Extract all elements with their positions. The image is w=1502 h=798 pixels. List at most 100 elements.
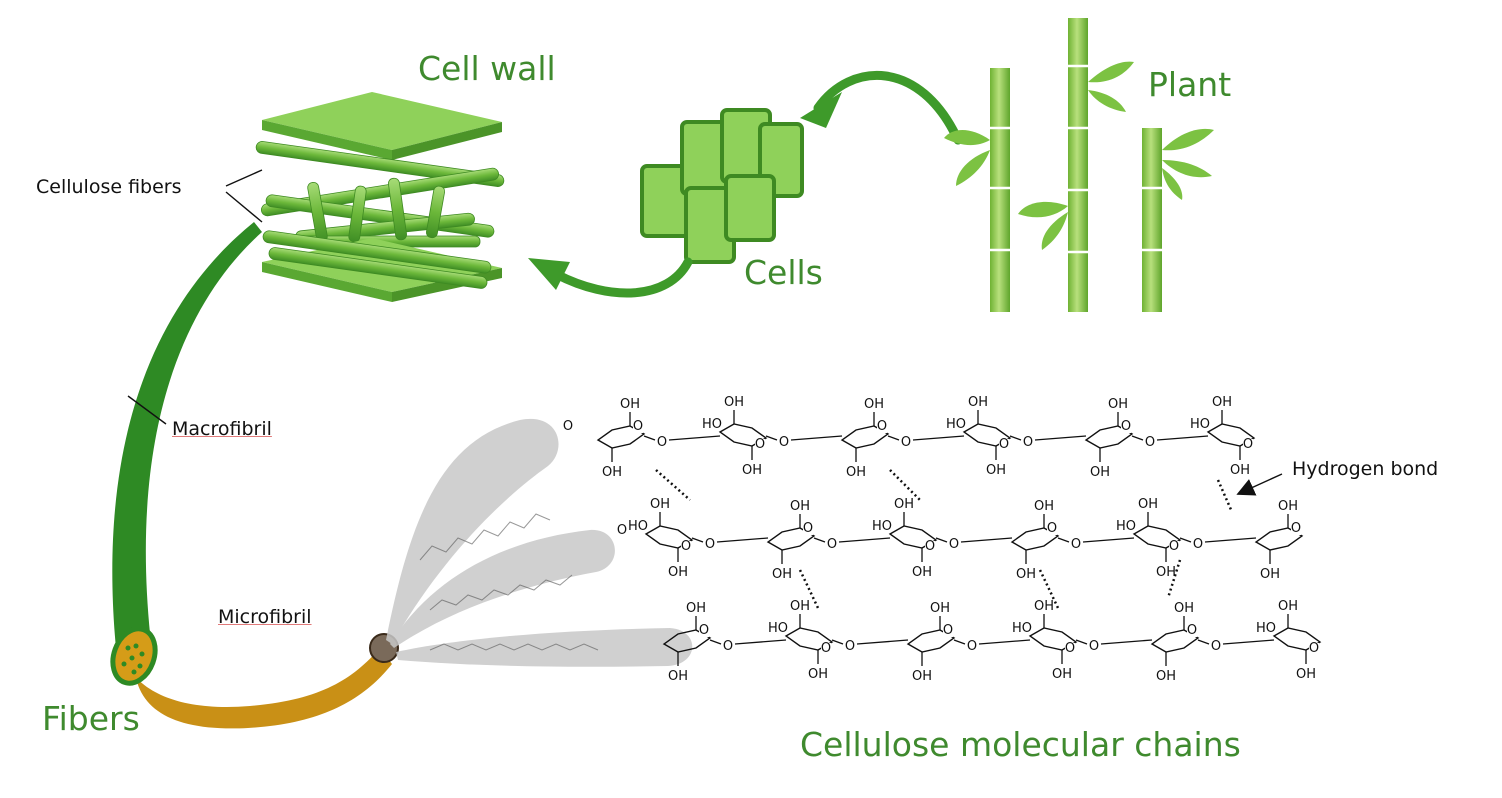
glycosidic-oxygen: O <box>1023 435 1033 450</box>
hydrogen-bond <box>798 569 820 609</box>
cell-wall-top-plate <box>262 92 502 150</box>
macrofibril-label: Macrofibril <box>172 418 272 440</box>
hydroxyl-group: OH <box>1156 565 1176 580</box>
hydroxyl-group: OH <box>650 497 670 512</box>
hydroxyl-group: OH <box>1212 395 1232 410</box>
ring-oxygen: O <box>1169 539 1179 554</box>
plant-to-cells-arrow <box>813 71 963 145</box>
ring-oxygen: O <box>877 419 887 434</box>
hydroxyl-group: OH <box>620 397 640 412</box>
glycosidic-oxygen: O <box>779 435 789 450</box>
microfibril-label: Microfibril <box>218 606 312 628</box>
hydroxyl-group: OH <box>772 567 792 582</box>
hydrogen-bond <box>655 469 691 501</box>
hydroxyl-group: OH <box>724 395 744 410</box>
macrofibril-pointer <box>127 395 167 425</box>
hydrogen-bond <box>1166 559 1182 599</box>
ring-oxygen: O <box>943 623 953 638</box>
hydroxyl-group: OH <box>1278 599 1298 614</box>
hydroxyl-group: OH <box>808 667 828 682</box>
chain-expansion-shading <box>386 418 693 667</box>
plant-label: Plant <box>1148 65 1232 104</box>
ring-oxygen: O <box>1065 641 1075 656</box>
fiber-cross-section <box>110 626 158 686</box>
hydroxyl-group: OH <box>864 397 884 412</box>
hydroxyl-group: OH <box>1034 499 1054 514</box>
bamboo-plant-illustration <box>944 18 1214 312</box>
cellulose-molecular-chains-label: Cellulose molecular chains <box>800 725 1241 764</box>
bamboo-leaves <box>944 61 1214 250</box>
hydroxyl-group: OH <box>668 669 688 684</box>
glycosidic-oxygen: O <box>967 639 977 654</box>
ring-oxygen: O <box>699 623 709 638</box>
fibers-label: Fibers <box>42 699 140 738</box>
macrofibril-strand <box>112 222 262 668</box>
hydroxyl-group: OH <box>686 601 706 616</box>
hydroxyl-group: OH <box>894 497 914 512</box>
ring-oxygen: O <box>681 539 691 554</box>
ring-oxygen: O <box>1291 521 1301 536</box>
glycosidic-oxygen: O <box>657 435 667 450</box>
hydroxyl-group: OH <box>1278 499 1298 514</box>
hydroxyl-group: OH <box>1016 567 1036 582</box>
cell-wall-label: Cell wall <box>418 49 556 88</box>
glycosidic-oxygen: O <box>827 537 837 552</box>
hydrogen-bond-pointer <box>1236 473 1283 496</box>
hydrogen-bond <box>1216 479 1234 513</box>
hydroxyl-group: OH <box>912 565 932 580</box>
hydroxyl-group: OH <box>790 599 810 614</box>
ring-oxygen: O <box>1047 521 1057 536</box>
glycosidic-oxygen: O <box>1193 537 1203 552</box>
hydroxyl-group: OH <box>968 395 988 410</box>
glycosidic-oxygen: O <box>949 537 959 552</box>
hydroxyl-group: HO <box>1190 417 1210 432</box>
hydroxyl-group: OH <box>790 499 810 514</box>
cells-illustration <box>640 108 804 264</box>
ring-oxygen: O <box>755 437 765 452</box>
ring-oxygen: O <box>821 641 831 656</box>
hydroxyl-group: HO <box>946 417 966 432</box>
hydroxyl-group: OH <box>668 565 688 580</box>
cellulose-fibers-label: Cellulose fibers <box>36 176 182 198</box>
ring-oxygen: O <box>1121 419 1131 434</box>
hydrogen-bond <box>1038 569 1060 609</box>
hydroxyl-group: OH <box>1174 601 1194 616</box>
hydroxyl-group: OH <box>1230 463 1250 478</box>
ring-oxygen: O <box>925 539 935 554</box>
glycosidic-oxygen: O <box>845 639 855 654</box>
ring-oxygen: O <box>633 419 643 434</box>
ring-oxygen: O <box>803 521 813 536</box>
glycosidic-oxygen: O <box>1071 537 1081 552</box>
cell-wall-illustration <box>255 92 505 302</box>
hydroxyl-group: HO <box>1116 519 1136 534</box>
hydroxyl-group: HO <box>872 519 892 534</box>
microfibril-strand <box>120 648 392 729</box>
hydroxyl-group: OH <box>846 465 866 480</box>
cellulose-fibers-pointer <box>225 169 263 223</box>
hydroxyl-group: OH <box>1138 497 1158 512</box>
glycosidic-oxygen: O <box>617 523 627 538</box>
hydroxyl-group: OH <box>1296 667 1316 682</box>
hydroxyl-group: HO <box>1012 621 1032 636</box>
hydroxyl-group: OH <box>1034 599 1054 614</box>
hydroxyl-group: OH <box>1156 669 1176 684</box>
glycosidic-oxygen: O <box>1089 639 1099 654</box>
hydrogen-bond <box>889 469 921 501</box>
hydroxyl-group: OH <box>930 601 950 616</box>
ring-oxygen: O <box>1309 641 1319 656</box>
hydroxyl-group: OH <box>1108 397 1128 412</box>
cells-to-wall-arrow <box>551 257 693 298</box>
hydroxyl-group: OH <box>986 463 1006 478</box>
hydroxyl-group: OH <box>602 465 622 480</box>
hydroxyl-group: OH <box>1090 465 1110 480</box>
ring-oxygen: O <box>999 437 1009 452</box>
hydroxyl-group: HO <box>768 621 788 636</box>
cells-label: Cells <box>744 253 823 292</box>
glycosidic-oxygen: O <box>1211 639 1221 654</box>
ring-oxygen: O <box>1243 437 1253 452</box>
glycosidic-oxygen: O <box>705 537 715 552</box>
hydroxyl-group: OH <box>912 669 932 684</box>
